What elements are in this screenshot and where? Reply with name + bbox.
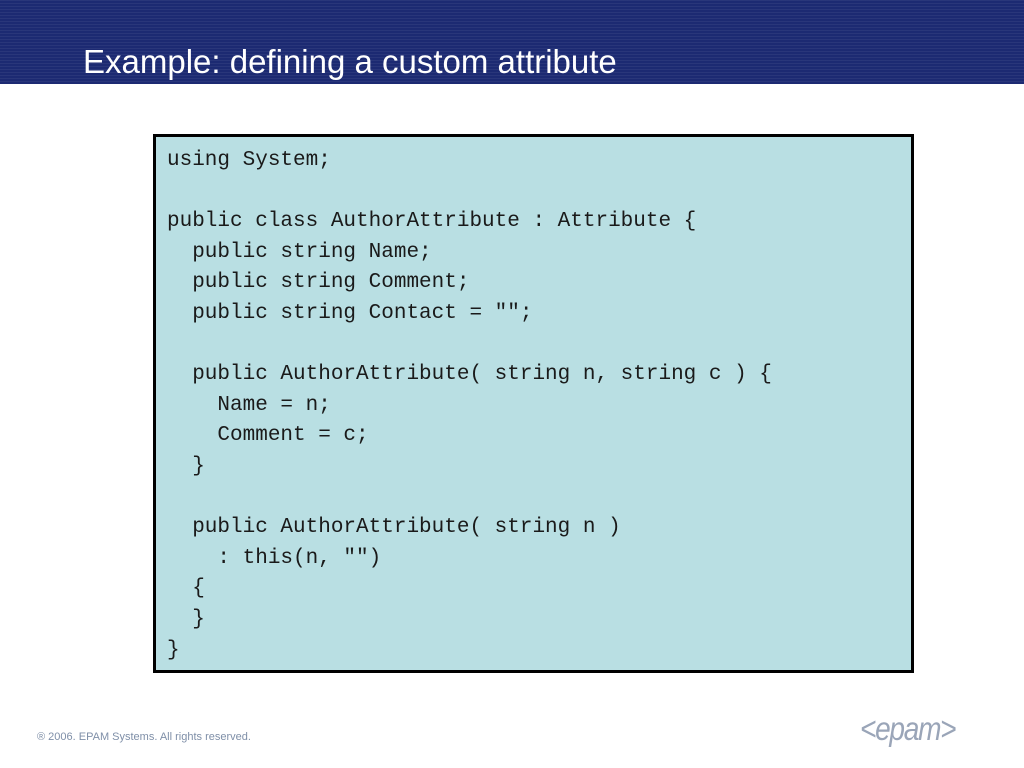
code-line: Comment = c; bbox=[167, 424, 369, 448]
code-block: using System; public class AuthorAttribut… bbox=[167, 146, 772, 666]
code-line: using System; bbox=[167, 149, 331, 172]
code-line: public string Contact = ""; bbox=[167, 301, 533, 325]
header-rule bbox=[0, 82, 1024, 84]
code-line: public AuthorAttribute( string n ) bbox=[167, 516, 621, 540]
code-line: public string Name; bbox=[167, 240, 432, 264]
code-line: Name = n; bbox=[167, 393, 331, 417]
code-line: : this(n, "") bbox=[167, 546, 382, 570]
code-box: using System; public class AuthorAttribut… bbox=[153, 134, 914, 673]
code-line bbox=[167, 177, 772, 208]
code-line: public AuthorAttribute( string n, string… bbox=[167, 363, 772, 387]
epam-logo: <epam> bbox=[860, 710, 957, 747]
slide-title: Example: defining a custom attribute bbox=[83, 43, 617, 80]
code-line: } bbox=[167, 638, 180, 662]
code-line: } bbox=[167, 607, 205, 631]
footer-copyright: ® 2006. EPAM Systems. All rights reserve… bbox=[37, 731, 251, 743]
code-line: } bbox=[167, 454, 205, 478]
code-line: { bbox=[167, 577, 205, 601]
code-line: public class AuthorAttribute : Attribute… bbox=[167, 210, 697, 234]
header-band bbox=[0, 0, 1024, 82]
code-line bbox=[167, 483, 772, 514]
code-line bbox=[167, 330, 772, 361]
code-line: public string Comment; bbox=[167, 271, 470, 295]
